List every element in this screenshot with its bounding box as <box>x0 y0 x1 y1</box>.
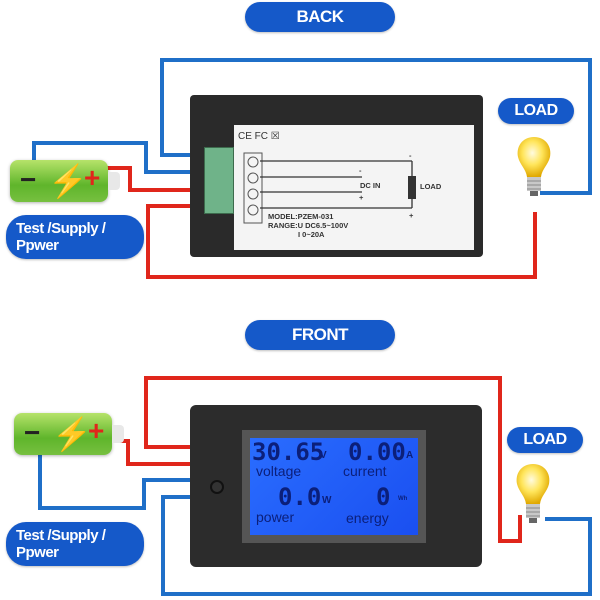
meter-back-panel: CE FC ☒ - DC IN + - LOAD + MODEL:PZEM-03… <box>190 95 483 257</box>
energy-unit: Wh <box>398 496 408 502</box>
back-wire-red-load <box>146 204 537 279</box>
battery-minus-icon: − <box>20 164 37 195</box>
back-section-label: BACK <box>245 2 395 32</box>
range-voltage-text: RANGE:U DC6.5~100V <box>268 221 349 230</box>
voltage-unit: V <box>320 450 327 461</box>
supply-label-back: Test /Supply / Ppwer <box>6 215 144 259</box>
terminal-block <box>204 147 234 214</box>
lcd-display: 30.65 V voltage 0.00 A current 0.0 W pow… <box>250 438 418 535</box>
battery-plus-icon: + <box>88 415 105 446</box>
lightbulb-icon-front <box>516 464 550 523</box>
battery-icon-back: − ⚡ + <box>10 160 120 202</box>
certification-marks: CE FC ☒ <box>238 131 280 142</box>
load-minus: - <box>409 151 412 160</box>
current-value: 0.00 <box>348 438 406 466</box>
spec-sticker: CE FC ☒ - DC IN + - LOAD + MODEL:PZEM-03… <box>234 125 474 250</box>
back-wire-red-supply <box>98 166 215 192</box>
dc-in-plus: + <box>359 193 364 202</box>
load-plus: + <box>409 211 414 220</box>
supply-label-front: Test /Supply / Ppwer <box>6 522 144 566</box>
load-label: LOAD <box>420 182 442 191</box>
front-wire-red-top <box>144 376 522 543</box>
front-section-label: FRONT <box>245 320 395 350</box>
load-label-front: LOAD <box>507 427 583 453</box>
lightbulb-icon-back <box>517 137 551 196</box>
energy-value: 0 <box>376 483 391 511</box>
front-wire-blue-supply <box>38 440 190 510</box>
lcd-bezel: 30.65 V voltage 0.00 A current 0.0 W pow… <box>242 430 426 543</box>
sticker-schematic <box>243 152 416 224</box>
model-text: MODEL:PZEM-031 <box>268 212 334 221</box>
power-unit: W <box>322 495 332 506</box>
lightning-bolt-icon: ⚡ <box>48 163 88 199</box>
current-unit: A <box>406 450 414 461</box>
dc-in-minus: - <box>359 166 362 175</box>
meter-front-panel: 30.65 V voltage 0.00 A current 0.0 W pow… <box>190 405 482 567</box>
battery-icon-front: − ⚡ + <box>14 413 124 455</box>
power-label: power <box>256 509 295 525</box>
dc-in-label: DC IN <box>360 181 381 190</box>
battery-plus-icon: + <box>84 162 101 193</box>
front-wire-blue-load <box>161 495 592 596</box>
current-label: current <box>343 463 387 479</box>
back-wire-blue-load <box>160 58 592 195</box>
load-label-back: LOAD <box>498 98 574 124</box>
lightning-bolt-icon: ⚡ <box>52 416 92 452</box>
battery-minus-icon: − <box>24 417 41 448</box>
voltage-label: voltage <box>256 463 302 479</box>
range-current-text: I 0~20A <box>298 230 325 239</box>
energy-label: energy <box>346 510 389 526</box>
power-value: 0.0 <box>278 483 322 511</box>
reset-button[interactable] <box>210 480 224 494</box>
back-wire-blue-supply <box>32 141 215 180</box>
voltage-value: 30.65 <box>252 438 325 466</box>
